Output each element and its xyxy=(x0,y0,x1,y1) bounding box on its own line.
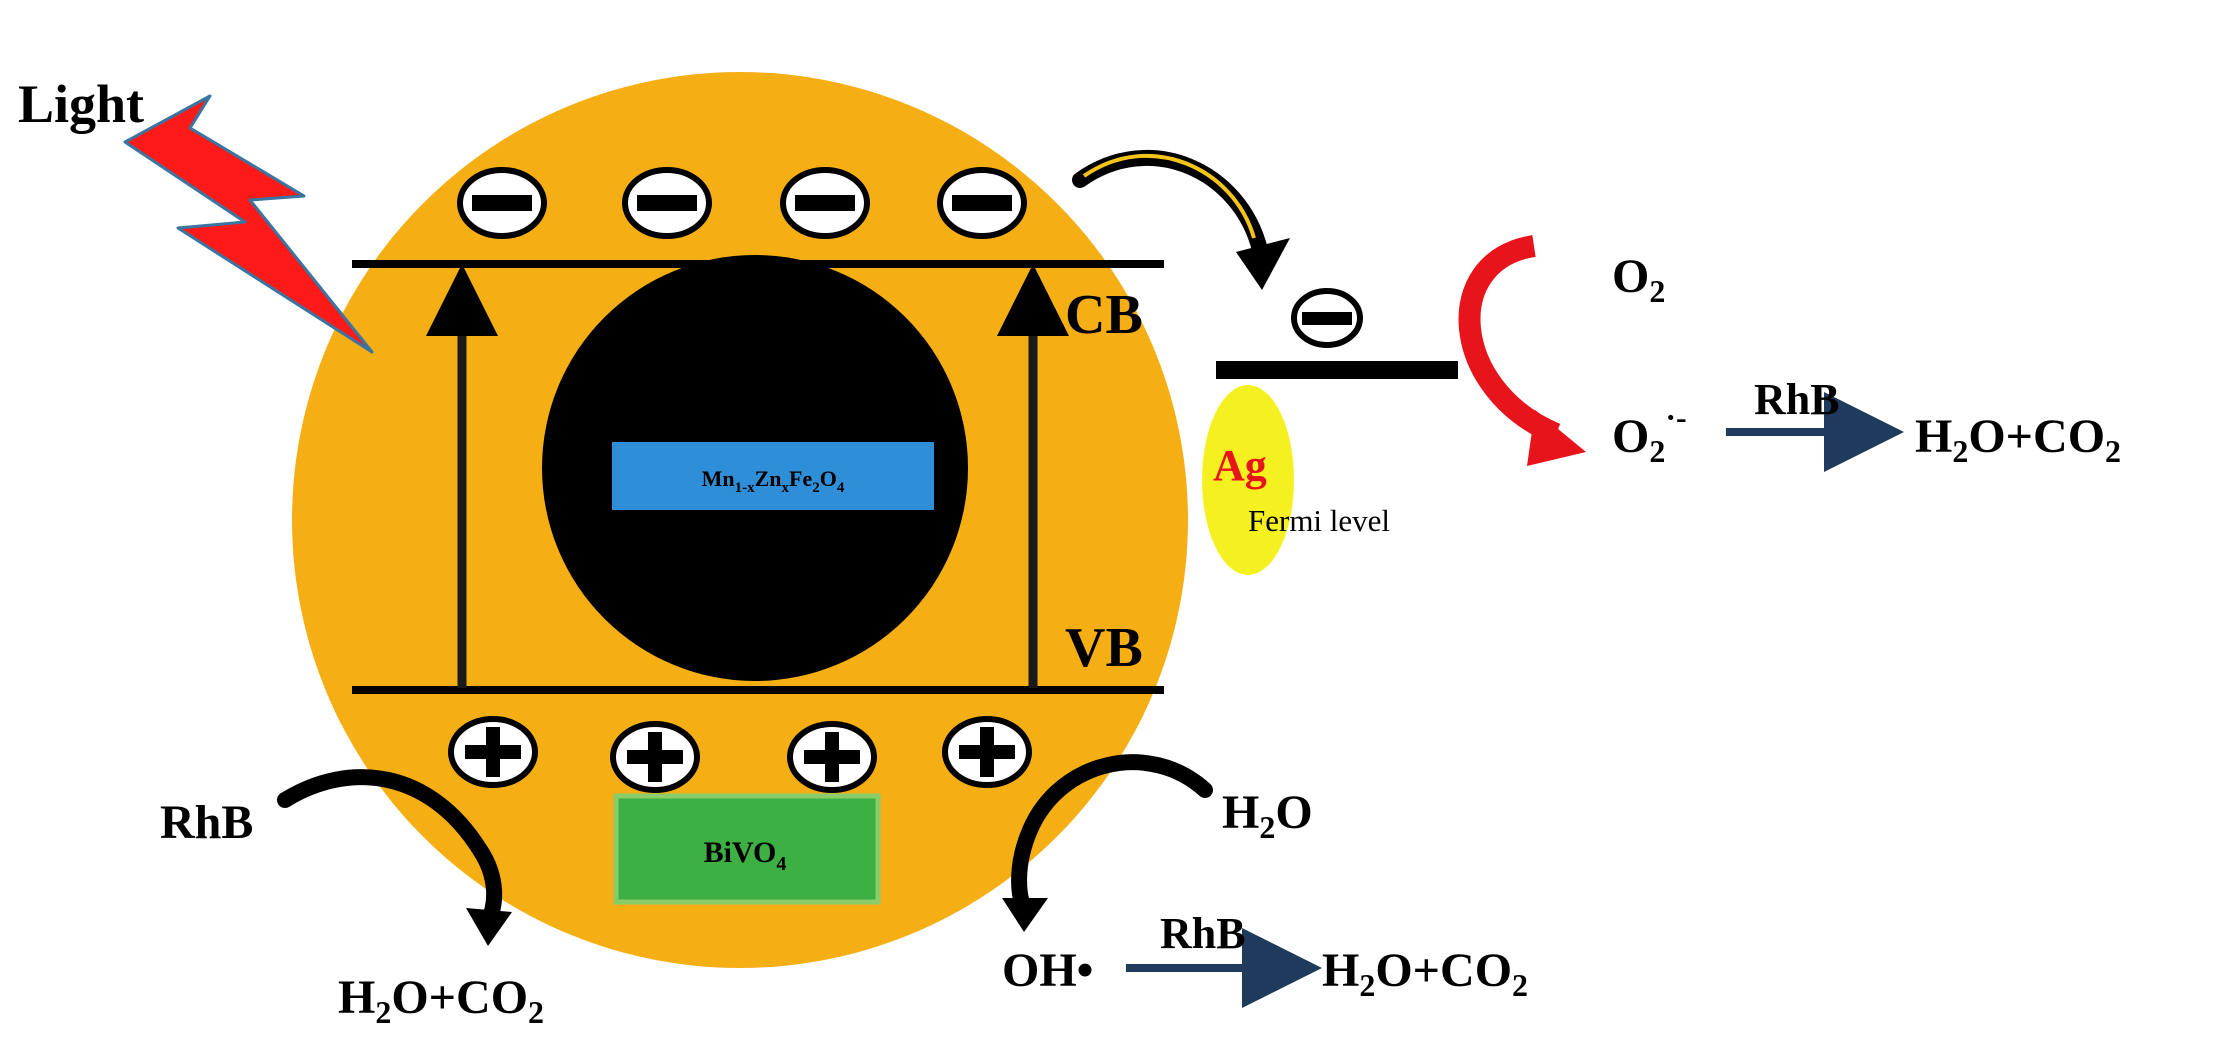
electron-1 xyxy=(457,167,547,239)
ag-nanoparticle xyxy=(1202,385,1294,575)
oh-radical-label: OH• xyxy=(1002,944,1093,997)
electron-transferred xyxy=(1291,288,1363,348)
shell-label-box xyxy=(613,793,881,905)
core-label-box xyxy=(612,442,934,510)
shell-label: BiVO4 xyxy=(704,836,787,875)
o2-label: O2 xyxy=(1612,250,1665,309)
electron-transfer-arrow xyxy=(1072,149,1268,258)
water-oxidation-arrow xyxy=(1011,754,1213,916)
ag-label: Ag xyxy=(1213,441,1267,490)
rhb-label-bottom: RhB xyxy=(1160,909,1246,958)
h2o-label: H2O xyxy=(1222,786,1313,845)
rhb-oxidation-arrowhead xyxy=(466,908,512,946)
products-right-label: H2O+CO2 xyxy=(1915,410,2121,469)
water-oxidation-arrowhead xyxy=(1002,898,1048,932)
vb-label: VB xyxy=(1065,617,1143,679)
hole-2 xyxy=(610,721,700,793)
electron-2 xyxy=(622,167,712,239)
cb-label: CB xyxy=(1065,284,1143,346)
core-label: Mn1-xZnxFe2O4 xyxy=(702,466,845,496)
electron-4 xyxy=(937,167,1027,239)
light-label: Light xyxy=(18,74,144,134)
rhb-label-left: RhB xyxy=(160,796,253,849)
rhb-oxidation-arrow xyxy=(277,769,503,928)
hole-4 xyxy=(942,716,1032,788)
fermi-level-label: Fermi level xyxy=(1248,503,1390,538)
superoxide-label: O2·- xyxy=(1612,399,1687,469)
hole-3 xyxy=(787,721,877,793)
products-left-label: H2O+CO2 xyxy=(338,971,544,1030)
products-bottom-label: H2O+CO2 xyxy=(1322,944,1528,1003)
o2-reduction-arrowhead xyxy=(1527,410,1586,466)
lightning-bolt-icon xyxy=(123,94,374,354)
o2-reduction-arrow xyxy=(1458,235,1561,445)
hole-1 xyxy=(448,716,538,788)
electron-3 xyxy=(780,167,870,239)
rhb-label-right: RhB xyxy=(1754,375,1840,424)
electron-transfer-arrowhead xyxy=(1236,238,1290,290)
